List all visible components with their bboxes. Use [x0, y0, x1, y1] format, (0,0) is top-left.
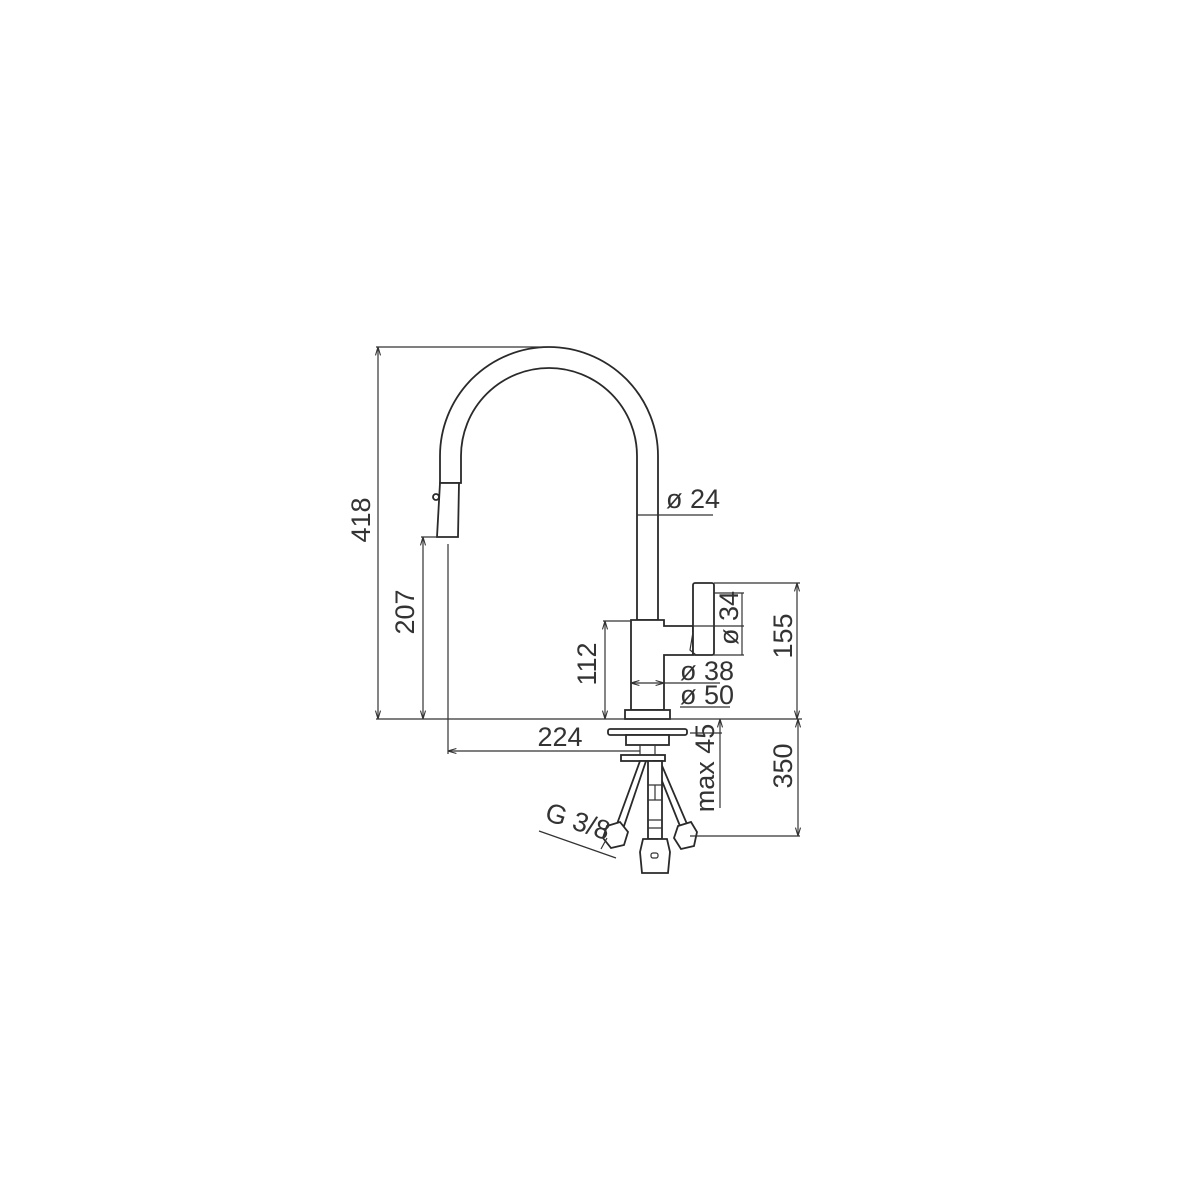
hex-nut-right — [673, 820, 698, 851]
spout — [439, 346, 659, 621]
faucet-outline — [432, 346, 715, 874]
dimension-labels: 418 207 112 224 ø 24 ø 34 ø 38 ø 50 155 … — [346, 484, 798, 846]
dim-total-height: 418 — [346, 497, 376, 542]
hex-nut-left — [601, 820, 630, 850]
spray-button — [432, 493, 440, 501]
dim-max-deck-thickness: max 45 — [690, 724, 720, 813]
dim-handle-diameter: ø 34 — [714, 591, 744, 645]
dim-handle-height: 155 — [768, 613, 798, 658]
hose-left — [615, 760, 648, 828]
base-ring — [624, 709, 671, 720]
dim-base-diameter: ø 50 — [680, 680, 734, 710]
dim-body-diameter: ø 38 — [680, 656, 734, 686]
lever-handle — [692, 582, 715, 656]
dim-spout-outlet-height: 207 — [390, 589, 420, 634]
dimension-lines — [376, 346, 802, 859]
pull-weight — [639, 838, 671, 874]
dim-spout-diameter: ø 24 — [666, 484, 720, 514]
mounting-plate — [607, 728, 688, 736]
dim-spout-reach: 224 — [537, 722, 582, 752]
dim-connection-thread: G 3/8 — [542, 797, 614, 846]
pull-out-head — [436, 482, 460, 538]
mounting-spacer — [625, 734, 670, 746]
dim-body-height: 112 — [572, 642, 602, 685]
dim-hose-length: 350 — [768, 743, 798, 788]
